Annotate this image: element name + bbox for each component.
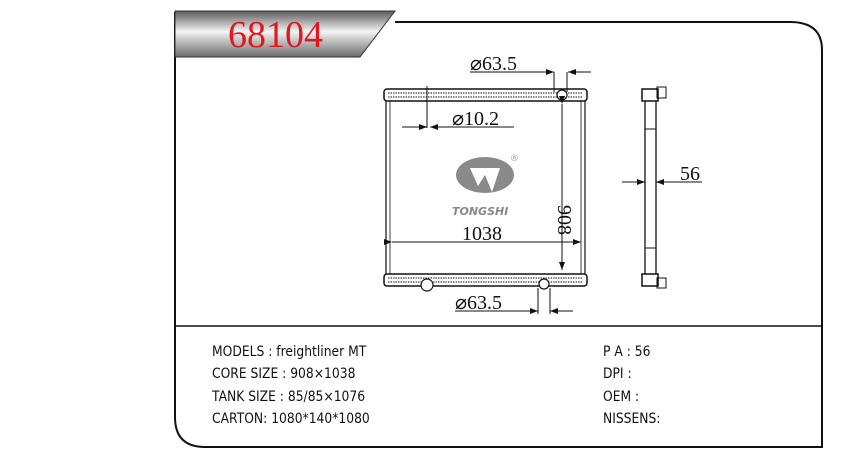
spec-pa: P A : 56 — [603, 344, 651, 360]
outlet-diameter-label: ⌀63.5 — [455, 292, 502, 314]
logo-brand-text: TONGSHI — [452, 205, 508, 218]
spec-oem: OEM : — [603, 389, 640, 405]
small-port-diameter-label: ⌀10.2 — [452, 108, 499, 130]
frame-border — [174, 12, 823, 448]
radiator-front-view — [383, 88, 588, 292]
tongshi-logo: TONGSHI ® — [452, 153, 518, 218]
spec-tank-size: TANK SIZE : 85/85×1076 — [212, 389, 366, 405]
title-tab — [174, 10, 397, 58]
radiator-side-view — [622, 86, 702, 289]
spec-nissens: NISSENS: — [603, 411, 661, 427]
spec-dpi: DPI : — [603, 366, 632, 382]
part-number: 68104 — [228, 14, 323, 56]
core-width-label: 1038 — [462, 223, 502, 245]
registered-mark: ® — [511, 153, 518, 163]
core-height-label: 908 — [553, 205, 575, 235]
core-thickness-label: 56 — [680, 163, 700, 185]
inlet-diameter-label: ⌀63.5 — [470, 53, 517, 75]
spec-carton: CARTON: 1080*140*1080 — [212, 411, 370, 427]
spec-core-size: CORE SIZE : 908×1038 — [212, 366, 356, 382]
spec-models: MODELS : freightliner MT — [212, 344, 367, 360]
